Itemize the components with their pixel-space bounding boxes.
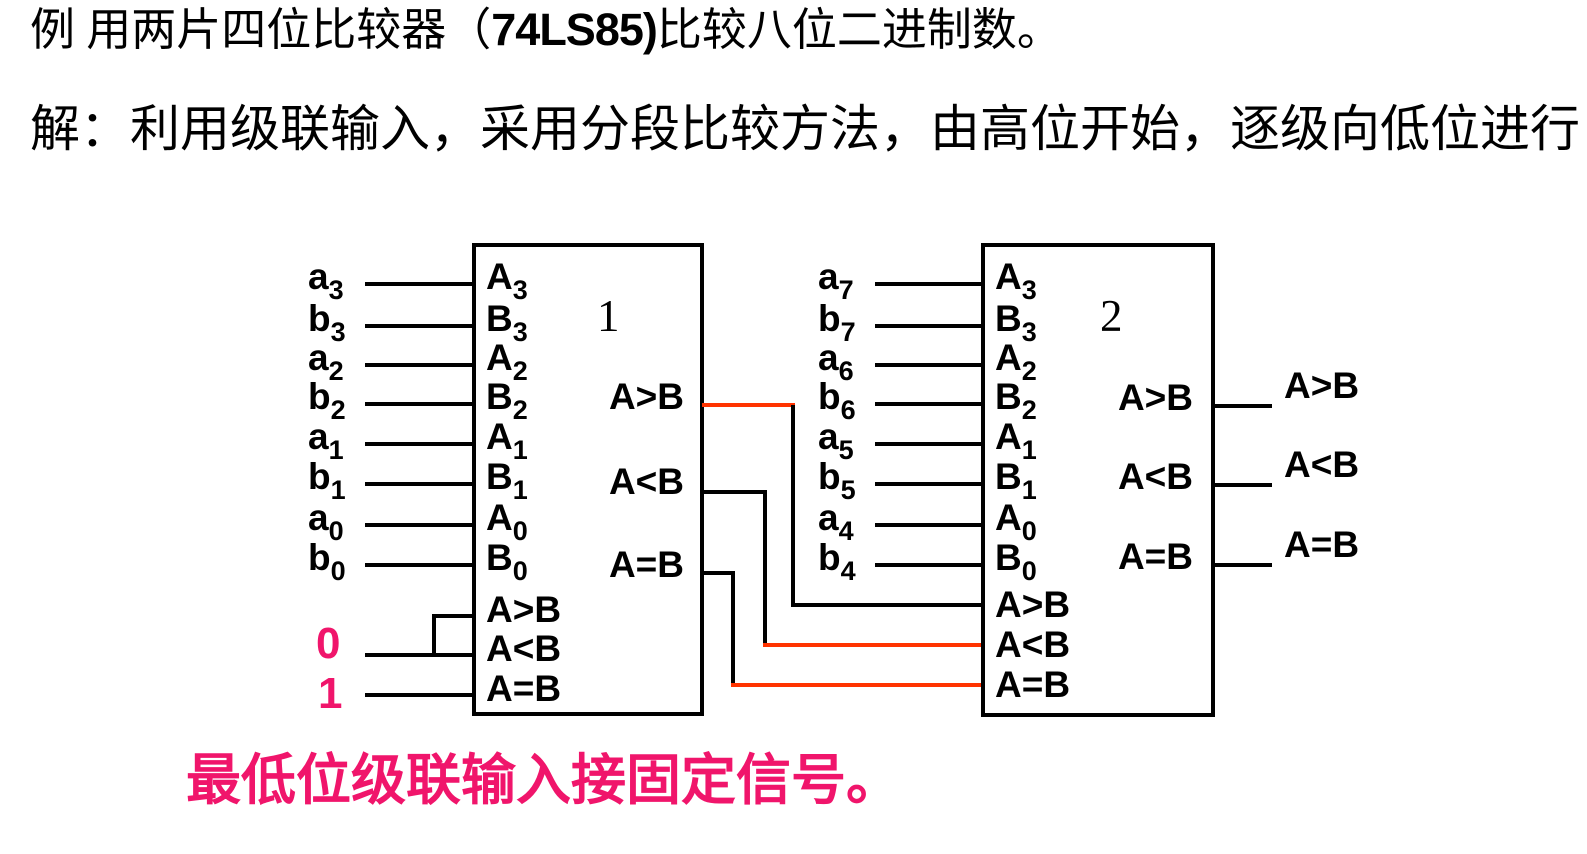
wire-gt-black-segment bbox=[791, 405, 983, 607]
chip2-pin-A3: A3 bbox=[995, 256, 1037, 305]
note-text: 最低位级联输入接固定信号。 bbox=[186, 750, 902, 811]
chip1-pin-B1: B1 bbox=[486, 456, 528, 505]
input-label-b2: b2 bbox=[308, 376, 346, 425]
chip2-output-pin-lt: A<B bbox=[1118, 456, 1193, 497]
chip2-cascade-pin-lt: A<B bbox=[995, 624, 1070, 665]
title-chip-model: 74LS85) bbox=[491, 4, 658, 55]
input-label-b1: b1 bbox=[308, 456, 346, 505]
chip2-pin-A2: A2 bbox=[995, 337, 1037, 386]
input-label-a7: a7 bbox=[818, 256, 854, 305]
wire-zero-branch-to-gt bbox=[432, 614, 474, 655]
constant-one-label: 1 bbox=[318, 669, 342, 718]
external-output-gt: A>B bbox=[1284, 365, 1359, 406]
input-label-a0: a0 bbox=[308, 497, 344, 546]
wire-eq-black-segment bbox=[702, 571, 735, 685]
constant-zero-label: 0 bbox=[316, 619, 340, 668]
input-label-b4: b4 bbox=[818, 537, 856, 586]
chip1-pin-B3: B3 bbox=[486, 298, 528, 347]
chip-1-number: 1 bbox=[597, 291, 620, 341]
input-label-a1: a1 bbox=[308, 416, 344, 465]
title-suffix: 比较八位二进制数。 bbox=[656, 5, 1062, 55]
chip1-pin-B0: B0 bbox=[486, 537, 528, 586]
chip2-pin-B1: B1 bbox=[995, 456, 1037, 505]
chip1-output-pin-eq: A=B bbox=[609, 544, 684, 585]
input-label-b5: b5 bbox=[818, 456, 856, 505]
input-label-b6: b6 bbox=[818, 376, 856, 425]
input-label-b3: b3 bbox=[308, 298, 346, 347]
chip2-cascade-pin-eq: A=B bbox=[995, 664, 1070, 705]
comparator-chip-1-body bbox=[472, 243, 704, 716]
chip1-output-pin-lt: A<B bbox=[609, 461, 684, 502]
external-output-lt: A<B bbox=[1284, 444, 1359, 485]
chip2-pin-B0: B0 bbox=[995, 537, 1037, 586]
chip2-pin-B3: B3 bbox=[995, 298, 1037, 347]
input-label-a2: a2 bbox=[308, 337, 344, 386]
title-line: 例 用两片四位比较器（74LS85)比较八位二进制数。 bbox=[30, 2, 1062, 58]
chip2-cascade-pin-gt: A>B bbox=[995, 584, 1070, 625]
comparator-chip-2-body bbox=[981, 243, 1215, 717]
chip1-pin-B2: B2 bbox=[486, 376, 528, 425]
input-label-a5: a5 bbox=[818, 416, 854, 465]
chip2-pin-A1: A1 bbox=[995, 416, 1037, 465]
chip1-pin-A3: A3 bbox=[486, 256, 528, 305]
chip2-output-pin-gt: A>B bbox=[1118, 377, 1193, 418]
chip1-cascade-pin-gt: A>B bbox=[486, 589, 561, 630]
chip1-cascade-pin-eq: A=B bbox=[486, 668, 561, 709]
title-prefix: 例 用两片四位比较器（ bbox=[30, 5, 492, 55]
chip2-pin-B2: B2 bbox=[995, 376, 1037, 425]
wire-lt-black-segment bbox=[702, 490, 767, 645]
chip1-pin-A0: A0 bbox=[486, 497, 528, 546]
chip2-pin-A0: A0 bbox=[995, 497, 1037, 546]
input-label-b7: b7 bbox=[818, 298, 856, 347]
chip2-output-pin-eq: A=B bbox=[1118, 536, 1193, 577]
input-label-a6: a6 bbox=[818, 337, 854, 386]
external-output-eq: A=B bbox=[1284, 524, 1359, 565]
chip1-pin-A2: A2 bbox=[486, 337, 528, 386]
input-label-a4: a4 bbox=[818, 497, 854, 546]
solution-line: 解：利用级联输入，采用分段比较方法，由高位开始，逐级向低位进行 bbox=[30, 101, 1580, 157]
chip1-output-pin-gt: A>B bbox=[609, 376, 684, 417]
input-label-b0: b0 bbox=[308, 537, 346, 586]
chip1-pin-A1: A1 bbox=[486, 416, 528, 465]
input-label-a3: a3 bbox=[308, 256, 344, 305]
chip-2-number: 2 bbox=[1100, 291, 1123, 341]
chip1-cascade-pin-lt: A<B bbox=[486, 628, 561, 669]
